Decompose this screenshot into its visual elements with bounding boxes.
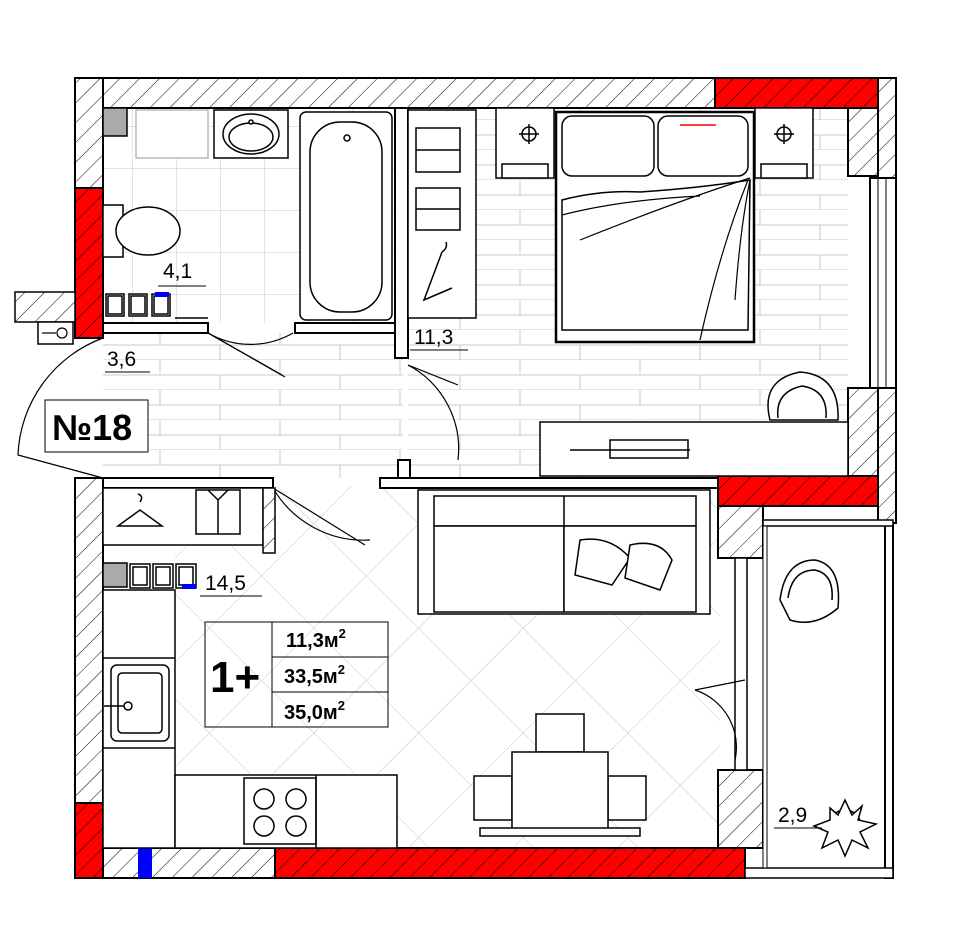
- hallway-floor: [103, 333, 403, 478]
- bathroom-fixtures: [102, 107, 393, 321]
- right-wall-mid-col: [877, 387, 897, 524]
- bathroom-area-label: 4,1: [163, 260, 192, 283]
- left-wall-upper: [74, 77, 104, 189]
- area-total: 33,5м2: [284, 662, 345, 688]
- stove: [243, 777, 317, 845]
- top-right-column: [877, 77, 897, 179]
- bath-partition-right: [294, 322, 396, 334]
- hallway-wardrobe: [102, 487, 276, 554]
- right-wall-mid: [847, 387, 879, 477]
- kitchen-right-column-bottom: [717, 769, 764, 849]
- dining-set: [473, 713, 647, 837]
- right-wall-upper: [847, 107, 879, 177]
- hallway-area-label: 3,6: [107, 348, 136, 371]
- vent-shaft-kitchen: [102, 562, 128, 588]
- labels: 4,1 3,6 11,3 14,5 2,9 №18 1+ 11,3м2 33,5…: [44, 260, 822, 829]
- kitchen-furniture: [102, 489, 879, 858]
- bedroom-wardrobe: [407, 109, 477, 319]
- window-frame-right: [869, 177, 897, 389]
- hall-kitchen-partition-left: [102, 477, 274, 489]
- doors: [17, 332, 746, 761]
- left-wall-exterior: [74, 187, 104, 339]
- top-wall-exterior: [714, 77, 879, 109]
- balcony-door-arc: [694, 689, 738, 761]
- bedroom-door: [407, 364, 460, 461]
- bottom-wall: [102, 847, 276, 879]
- bath-partition-left: [102, 322, 209, 334]
- summary-table: [204, 621, 389, 728]
- washing-machine: [135, 109, 209, 159]
- balcony-door-frame: [734, 557, 748, 771]
- bedroom-chair: [767, 371, 839, 421]
- balcony-area-label: 2,9: [778, 804, 807, 827]
- left-wall-lower: [74, 477, 104, 804]
- desk: [539, 421, 849, 477]
- sofa: [417, 489, 711, 615]
- bedroom-area-label: 11,3: [414, 326, 453, 349]
- bedroom-bottom-exterior: [717, 475, 879, 507]
- bedroom-furniture: [495, 107, 849, 477]
- balcony-wall-top: [762, 519, 894, 527]
- top-wall: [74, 77, 716, 109]
- plant: [811, 798, 879, 858]
- left-wall-lower-exterior: [74, 802, 104, 879]
- balcony-wall-left: [762, 525, 768, 869]
- blue-marker-bottom: [138, 848, 152, 878]
- apartment-number: №18: [52, 407, 132, 448]
- bath-bedroom-partition: [394, 107, 409, 359]
- entrance-wall: [14, 291, 76, 323]
- apartment-number-box: [44, 399, 149, 453]
- kitchen-area-label: 14,5: [205, 572, 246, 595]
- balcony-wall-bottom: [744, 867, 894, 879]
- hall-kitchen-partition-right: [379, 477, 719, 489]
- heater-unit-1: [105, 293, 125, 317]
- toilet: [102, 204, 181, 258]
- vent-shaft-bath: [102, 107, 128, 137]
- entrance-door-arc: [17, 337, 104, 479]
- apartment-type: 1+: [210, 653, 260, 702]
- bottom-wall-exterior: [274, 847, 746, 879]
- walls: [14, 77, 897, 879]
- balcony-chair: [779, 559, 840, 623]
- heater-unit-2: [128, 293, 148, 317]
- area-living: 11,3м2: [286, 626, 346, 652]
- area-with-balcony: 35,0м2: [284, 698, 345, 724]
- kitchen-right-column-top: [717, 505, 764, 559]
- balcony-wall-right: [884, 522, 894, 879]
